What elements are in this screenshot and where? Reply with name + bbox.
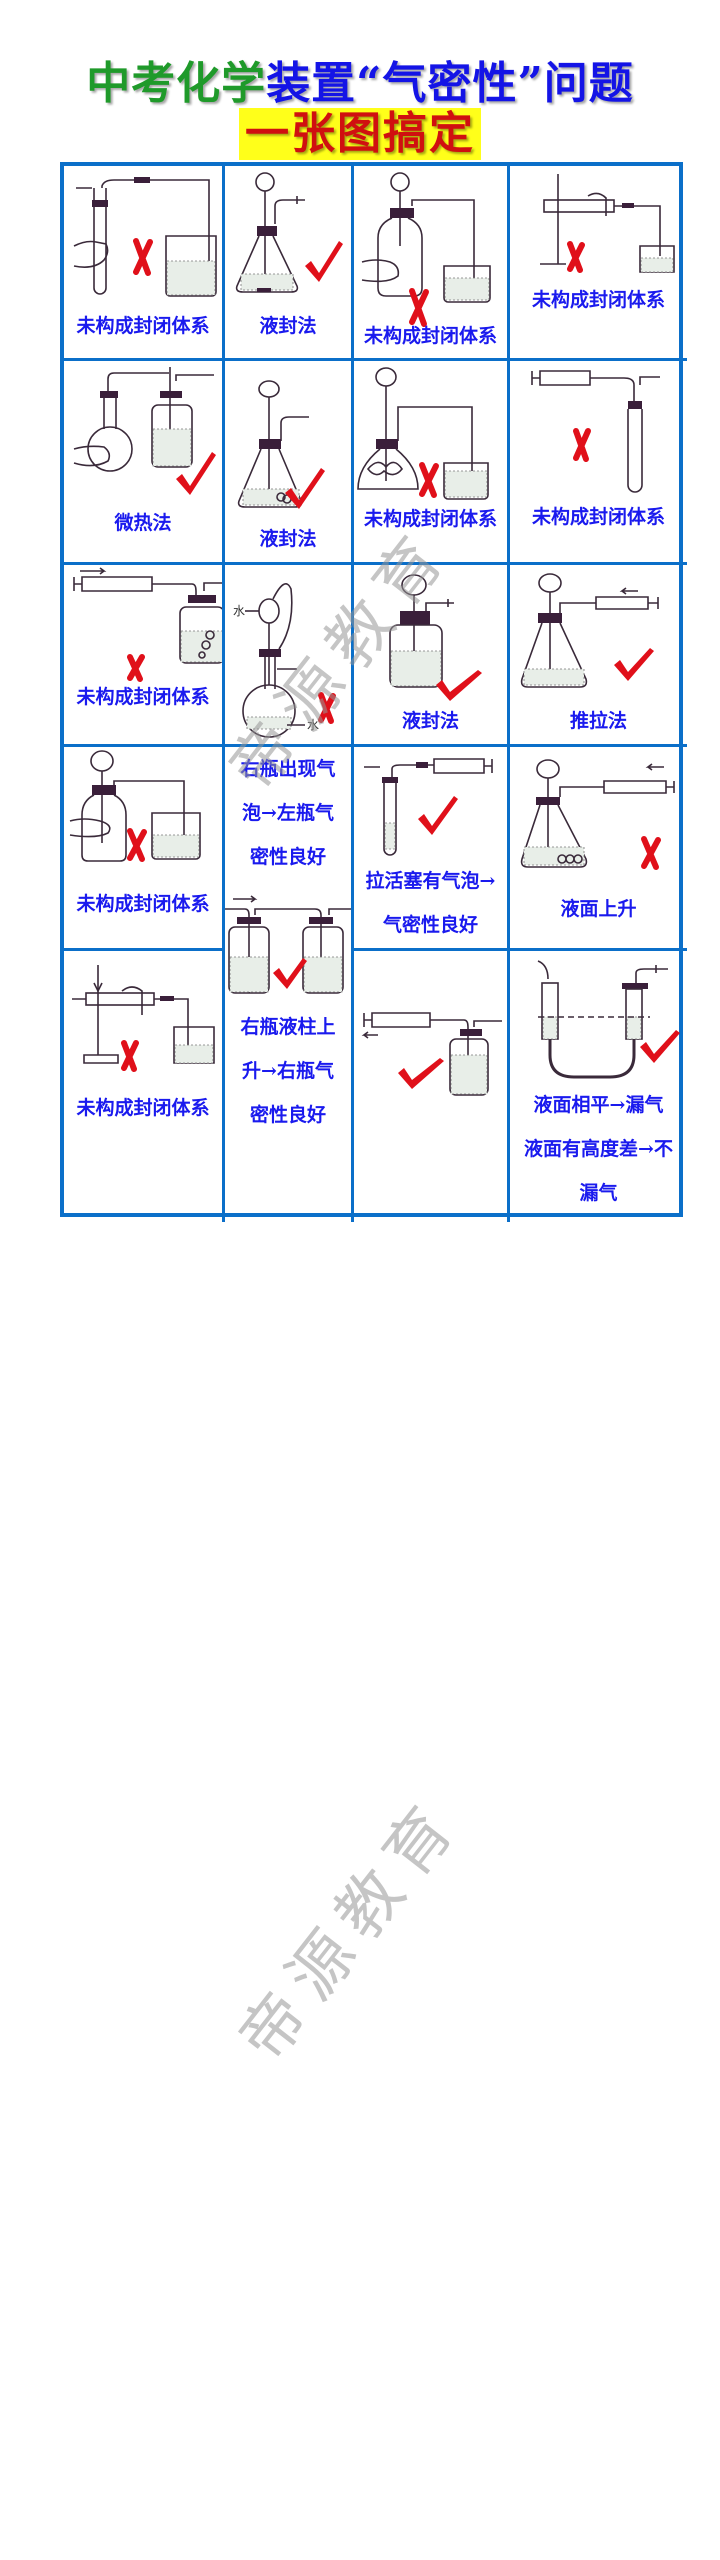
iron-stand-apparatus-icon [72,965,215,1072]
cell-r4c3: 拉活塞有气泡→ 气密性良好 [354,747,510,951]
clamped-tube-apparatus-icon [540,174,675,273]
cell-label-top-2: 泡→左瓶气 [242,802,334,824]
cell-label-1: 拉活塞有气泡→ [365,870,496,892]
cell-r2c1: 微热法 [64,361,225,565]
cell-label: 未构成封闭体系 [531,289,665,311]
cell-label: 液封法 [259,528,317,550]
page-title-line2-wrap: 一张图搞定 [0,108,720,160]
cell-label: 未构成封闭体系 [76,686,210,708]
cell-label-3: 密性良好 [249,1104,326,1126]
cell-r4c1: 未构成封闭体系 [64,747,225,951]
funnel-bottle-apparatus-icon [361,172,491,327]
title-blue-part: 装置“气密性”问题 [266,58,634,109]
cell-label: 液面上升 [560,898,637,920]
cell-label: 未构成封闭体系 [76,315,210,337]
cell-r2c4: 未构成封闭体系 [510,361,687,565]
cell-r3c4: 推拉法 [510,565,687,747]
watermark-2: 帝源教育 [225,1783,476,2076]
cell-label: 未构成封闭体系 [76,893,210,915]
cell-label: 液封法 [401,710,459,732]
cell-r1c2: 液封法 [225,166,354,361]
funnel-bottle-hand-apparatus-icon [69,750,201,862]
cell-r5c3 [354,951,510,1222]
cell-r1c4: 未构成封闭体系 [510,166,687,361]
syringe-pull-gas-bottle-apparatus-icon [361,1012,502,1096]
syringe-gas-bottle-apparatus-icon [73,567,222,682]
water-annotation-2: 水 [307,718,319,732]
cell-r4c4: 液面上升 [510,747,687,951]
cell-label-1: 液面相平→漏气 [533,1094,664,1116]
cell-label-1: 右瓶液柱上 [240,1016,336,1038]
cell-label-3: 漏气 [579,1182,618,1204]
apparatus-grid: 未构成封闭体系 液封法 未构成封闭体系 [60,162,687,1222]
cell-label: 未构成封闭体系 [363,325,497,347]
title-green-part: 中考化学 [86,58,267,109]
separatory-funnel-apparatus-icon: 水 水 [233,583,336,738]
funnel-flask-syringe-solid-apparatus-icon [520,759,675,870]
cell-label-top-1: 右瓶出现气 [240,758,336,780]
cell-r2c3: 未构成封闭体系 [354,361,510,565]
funnel-flask-solid-apparatus-icon [237,380,325,509]
cell-label-top-3: 密性良好 [249,846,326,868]
cell-label: 未构成封闭体系 [531,506,665,528]
test-tube-syringe-apparatus-icon [364,758,493,856]
funnel-flask-hands-apparatus-icon [357,367,489,500]
cell-r1c1: 未构成封闭体系 [64,166,225,361]
cell-r2c2: 液封法 [225,361,354,565]
cell-label: 未构成封闭体系 [76,1097,210,1119]
cell-label-2: 气密性良好 [382,914,478,936]
funnel-bottle-stopcock-apparatus-icon [389,574,482,701]
syringe-test-tube-apparatus-icon [531,370,660,493]
cell-label-2: 液面有高度差→不 [524,1138,673,1160]
cell-r3c1: 未构成封闭体系 [64,565,225,747]
cell-label-2: 升→右瓶气 [242,1060,334,1082]
two-gas-bottles-apparatus-icon [225,895,351,994]
cell-r3c3: 液封法 [354,565,510,747]
cell-r5c4: 液面相平→漏气 液面有高度差→不 漏气 [510,951,687,1222]
cell-r3c2: 水 水 [225,565,354,747]
cell-label: 推拉法 [569,710,627,732]
flask-gas-bottle-apparatus-icon [73,367,216,495]
water-annotation: 水 [233,604,245,618]
test-tube-apparatus-icon [73,177,217,297]
cell-r5c1: 未构成封闭体系 [64,951,225,1222]
page-title-line1: 中考化学装置“气密性”问题 [0,58,720,110]
cell-label: 未构成封闭体系 [363,508,497,530]
cell-label: 微热法 [114,512,172,534]
funnel-flask-syringe-apparatus-icon [520,573,659,688]
funnel-flask-apparatus-icon [235,172,343,293]
u-tube-apparatus-icon [537,960,680,1079]
cell-r4c2-merged: 右瓶出现气 泡→左瓶气 密性良好 右瓶液柱上 升→右瓶气 密性良好 [225,747,354,1222]
page-title-line2: 一张图搞定 [239,108,481,160]
cell-r1c3: 未构成封闭体系 [354,166,510,361]
cell-label: 液封法 [259,315,317,337]
